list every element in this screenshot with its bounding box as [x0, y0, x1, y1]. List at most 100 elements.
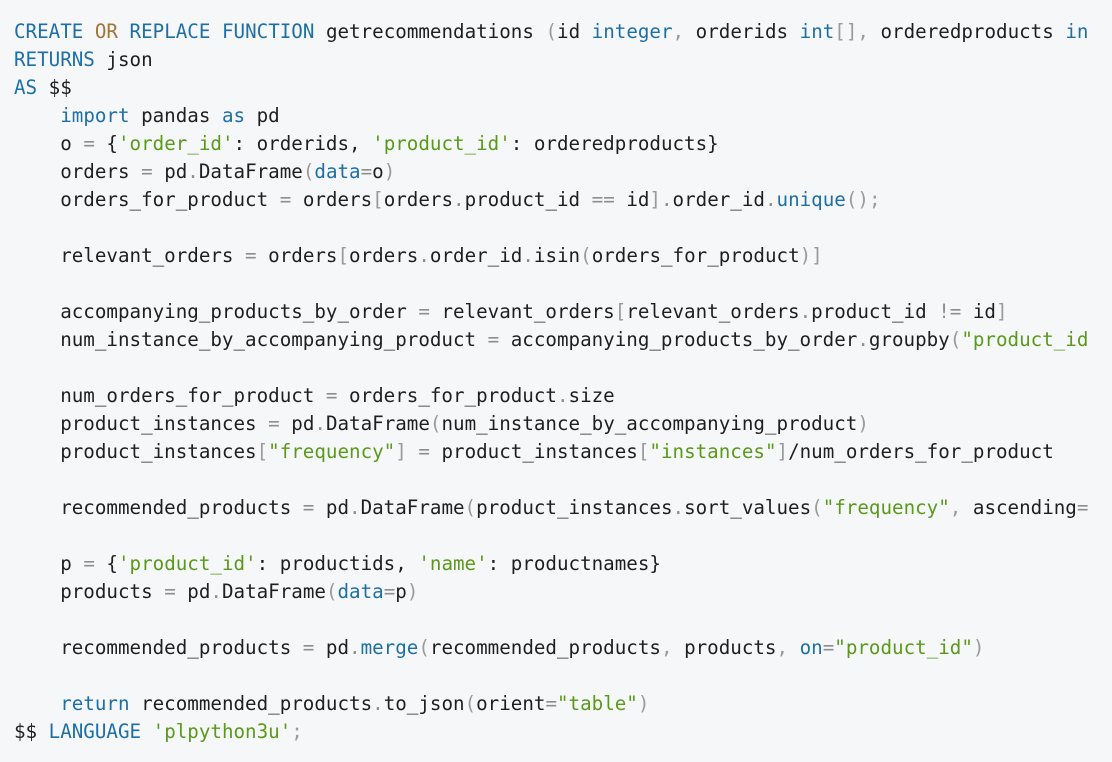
code-keyword: CREATE	[14, 20, 84, 43]
code-operator: =	[279, 188, 292, 211]
code-text: num_instance_by_accompanying_product	[14, 328, 488, 351]
code-operator: .	[556, 384, 569, 407]
code-punctuation: (	[949, 328, 962, 351]
code-string: "frequency"	[822, 496, 950, 519]
code-text: groupby	[868, 328, 950, 351]
code-operator: .	[453, 188, 465, 211]
code-text: orders	[383, 188, 454, 211]
code-text: : orderids,	[233, 132, 373, 155]
code-punctuation: )	[857, 412, 869, 435]
code-punctuation: )	[637, 692, 650, 715]
code-operator: .	[799, 300, 812, 323]
code-operator: .	[187, 160, 199, 183]
code-text: pd	[314, 496, 350, 519]
code-text	[210, 20, 222, 43]
code-keyword: on	[799, 636, 823, 659]
code-punctuation: ]	[995, 300, 1008, 323]
code-keyword: in	[1065, 20, 1089, 43]
code-text: num_orders_for_product	[14, 384, 326, 407]
code-operator: =	[822, 636, 835, 659]
code-string: "product_id"	[834, 636, 973, 659]
code-punctuation: )	[406, 580, 419, 603]
code-operator: .	[764, 188, 777, 211]
code-operator: =	[83, 552, 95, 575]
code-text: products	[672, 636, 777, 659]
code-text: id	[961, 300, 996, 323]
code-text: relevant_orders	[429, 300, 615, 323]
code-text: order_id	[672, 188, 765, 211]
code-line: RETURNS json	[14, 46, 1112, 74]
code-text	[118, 20, 130, 43]
code-text: pd	[314, 636, 350, 659]
code-text: getrecommendations	[314, 20, 546, 43]
code-operator: ==	[591, 188, 615, 211]
code-text: product_instances	[14, 412, 269, 435]
code-operator: =	[302, 496, 315, 519]
code-text: : productnames}	[487, 552, 661, 575]
code-text	[14, 104, 60, 127]
code-line: return recommended_products.to_json(orie…	[14, 690, 1112, 718]
code-block: CREATE OR REPLACE FUNCTION getrecommenda…	[14, 18, 1112, 746]
code-line	[14, 606, 1112, 634]
code-text: o	[372, 160, 384, 183]
code-text: DataFrame	[198, 160, 303, 183]
code-string: 'name'	[418, 552, 488, 575]
code-text	[141, 720, 153, 743]
code-text: product_id	[811, 300, 939, 323]
code-text: products	[14, 580, 165, 603]
code-text: product_id	[464, 188, 592, 211]
code-punctuation: ]	[776, 440, 789, 463]
code-text: orders	[256, 244, 338, 267]
code-line: product_instances = pd.DataFrame(num_ins…	[14, 410, 1112, 438]
code-operator: .	[314, 412, 326, 435]
code-text: to_json	[383, 692, 465, 715]
code-text: json	[94, 48, 153, 71]
code-operator: .	[522, 244, 534, 267]
code-operator: =	[268, 412, 280, 435]
code-keyword: AS	[14, 76, 38, 99]
code-text: {	[94, 132, 118, 155]
code-keyword: merge	[360, 636, 419, 659]
code-text: orders_for_product	[591, 244, 800, 267]
code-line	[14, 466, 1112, 494]
code-text: DataFrame	[221, 580, 326, 603]
code-text: ascending	[961, 496, 1077, 519]
code-line: p = {'product_id': productids, 'name': p…	[14, 550, 1112, 578]
code-keyword: unique	[776, 188, 846, 211]
code-line: CREATE OR REPLACE FUNCTION getrecommenda…	[14, 18, 1112, 46]
code-operator: .	[857, 328, 869, 351]
code-text: p	[14, 552, 84, 575]
code-operator: .	[210, 580, 222, 603]
code-punctuation: [	[372, 188, 384, 211]
code-punctuation: [	[637, 440, 650, 463]
code-punctuation: (	[325, 580, 338, 603]
code-keyword: return	[60, 692, 130, 715]
code-line: recommended_products = pd.merge(recommen…	[14, 634, 1112, 662]
code-line: product_instances["frequency"] = product…	[14, 438, 1112, 466]
code-text: relevant_orders	[14, 244, 246, 267]
code-string: "frequency"	[268, 440, 396, 463]
code-line: recommended_products = pd.DataFrame(prod…	[14, 494, 1112, 522]
code-keyword: data	[337, 580, 384, 603]
code-text: size	[568, 384, 615, 407]
code-line: import pandas as pd	[14, 102, 1112, 130]
code-line: num_orders_for_product = orders_for_prod…	[14, 382, 1112, 410]
code-keyword: int	[799, 20, 835, 43]
code-text: pd	[175, 580, 211, 603]
code-string: 'product_id'	[372, 132, 511, 155]
code-punctuation: )	[972, 636, 985, 659]
code-operator: =	[302, 636, 315, 659]
code-string: 'product_id'	[117, 552, 257, 575]
code-keyword: OR	[94, 20, 118, 43]
code-text: id	[557, 20, 592, 43]
code-text: product_instances	[429, 440, 638, 463]
code-text: product_instances	[476, 496, 673, 519]
code-text: $$	[37, 76, 72, 99]
code-operator: .	[418, 244, 430, 267]
code-text: orders	[349, 244, 419, 267]
code-text: recommended_products	[14, 496, 303, 519]
code-line	[14, 522, 1112, 550]
code-operator: .	[349, 496, 361, 519]
code-text: p	[395, 580, 407, 603]
